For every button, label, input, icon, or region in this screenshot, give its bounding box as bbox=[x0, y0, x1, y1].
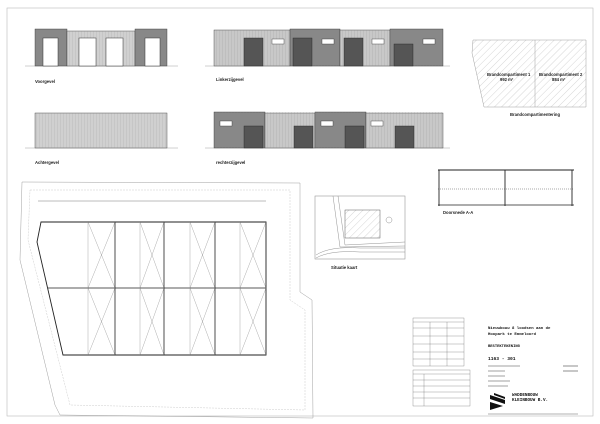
compartment-1-area: 992 m² bbox=[500, 77, 514, 82]
front-elevation bbox=[25, 28, 178, 67]
floor-plan bbox=[19, 181, 314, 419]
label-right-elevation: rechterzijgevel bbox=[216, 160, 245, 165]
company-logo bbox=[490, 393, 505, 410]
compartment-2-area: 884 m² bbox=[552, 77, 566, 82]
right-elevation bbox=[205, 111, 450, 149]
sheet-border bbox=[6, 7, 594, 417]
company-name-line2: KLEINBOUW B.V. bbox=[512, 398, 548, 403]
title-block: Nieuwbouw 8 loodsen aan de Hoopark te Em… bbox=[488, 326, 578, 415]
fire-compartment-plan bbox=[471, 39, 587, 108]
drawing-number: 1163 - 301 bbox=[488, 356, 516, 362]
compartment-plan-title: Brandcompartimentering bbox=[510, 112, 560, 117]
label-rear-elevation: Achtergevel bbox=[35, 160, 59, 165]
legend-tables bbox=[412, 317, 471, 407]
project-title-line1: Nieuwbouw 8 loodsen aan de bbox=[488, 326, 551, 331]
label-front-elevation: Voorgevel bbox=[35, 79, 55, 84]
rear-elevation bbox=[25, 112, 178, 149]
project-title-line2: Hoopark te Emmeloord bbox=[488, 332, 537, 337]
section-aa-drawing bbox=[438, 169, 574, 206]
situation-map bbox=[314, 195, 406, 260]
compartment-2-name: Brandcompartiment 2 bbox=[539, 72, 583, 77]
situation-map-title: Situatie kaart bbox=[331, 265, 358, 270]
section-title: Doorsnede A-A bbox=[443, 210, 473, 215]
label-left-elevation: Linkerzijgevel bbox=[216, 77, 244, 82]
compartment-1-name: Brandcompartiment 1 bbox=[487, 72, 531, 77]
drawing-type: BESTEKTEKENING bbox=[488, 345, 521, 349]
company-name-line1: WADDENBOUW bbox=[512, 393, 538, 398]
left-elevation bbox=[205, 28, 450, 67]
